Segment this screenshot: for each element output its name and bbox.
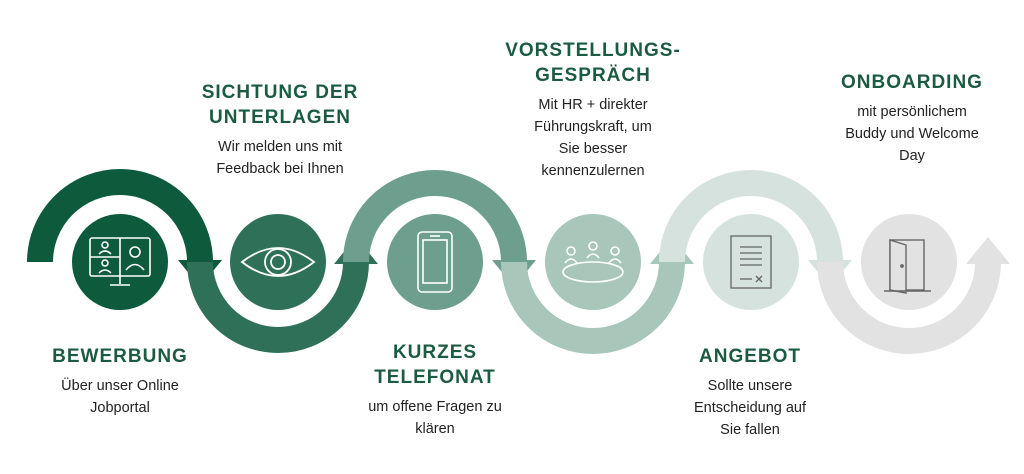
description-line: Day: [899, 148, 925, 164]
step-circle-6: [861, 214, 957, 310]
description-line: Sie besser: [558, 141, 628, 157]
description-line: um offene Fragen zu: [368, 399, 502, 415]
contract-document-icon: [730, 235, 772, 289]
description-line: Jobportal: [90, 400, 150, 416]
step-description: mit persönlichem Buddy und Welcome Day: [812, 101, 1012, 167]
description-line: Über unser Online: [61, 378, 179, 394]
description-line: klären: [415, 421, 455, 437]
description-line: Führungskraft, um: [534, 119, 652, 135]
step-sichtung: SICHTUNG DER UNTERLAGEN Wir melden uns m…: [170, 80, 390, 180]
step-title: KURZES TELEFONAT: [335, 340, 535, 390]
step-circle-5: [703, 214, 799, 310]
arc-segment-1: [27, 169, 213, 263]
step-onboarding: ONBOARDING mit persönlichem Buddy und We…: [812, 70, 1012, 167]
description-line: mit persönlichem: [857, 104, 967, 120]
step-title: ANGEBOT: [699, 346, 801, 367]
video-call-monitor-icon: [89, 237, 151, 286]
description-line: Mit HR + direkter: [538, 97, 648, 113]
step-title: BEWERBUNG: [52, 346, 188, 367]
title-line: UNTERLAGEN: [209, 107, 351, 128]
description-line: Feedback bei Ihnen: [216, 161, 344, 177]
step-circle-2: [230, 214, 326, 310]
arc-segment-2: [187, 261, 369, 353]
smartphone-icon: [417, 231, 453, 293]
arc-segment-6: [817, 261, 1001, 354]
arc-segment-5: [659, 170, 843, 263]
step-description: Wir melden uns mit Feedback bei Ihnen: [170, 136, 390, 180]
step-description: um offene Fragen zu klären: [335, 396, 535, 440]
step-angebot: ANGEBOT Sollte unsere Entscheidung auf S…: [650, 344, 850, 441]
title-line: KURZES: [392, 342, 478, 363]
step-title: ONBOARDING: [841, 72, 983, 93]
description-line: Wir melden uns mit: [217, 139, 343, 155]
description-line: Buddy und Welcome: [845, 126, 979, 142]
description-line: Sollte unsere: [707, 378, 793, 394]
step-vorstellungsgespraech: VORSTELLUNGS- GESPRÄCH Mit HR + direkter…: [483, 38, 703, 182]
description-line: Entscheidung auf: [693, 400, 807, 416]
step-description: Sollte unsere Entscheidung auf Sie falle…: [650, 375, 850, 441]
title-line: SICHTUNG DER: [201, 82, 359, 103]
step-title: SICHTUNG DER UNTERLAGEN: [170, 80, 390, 130]
step-bewerbung: BEWERBUNG Über unser Online Jobportal: [30, 344, 210, 419]
step-description: Über unser Online Jobportal: [30, 375, 210, 419]
arrow-head-6: [966, 237, 1010, 264]
arc-segment-3: [343, 170, 527, 263]
description-line: Sie fallen: [720, 422, 780, 438]
description-line: kennenzulernen: [541, 163, 645, 179]
step-telefonat: KURZES TELEFONAT um offene Fragen zu klä…: [335, 340, 535, 440]
title-line: GESPRÄCH: [535, 65, 651, 86]
title-line: VORSTELLUNGS-: [505, 40, 681, 61]
title-line: TELEFONAT: [374, 367, 496, 388]
step-title: VORSTELLUNGS- GESPRÄCH: [483, 38, 703, 88]
step-circle-3: [387, 214, 483, 310]
eye-icon: [240, 247, 316, 277]
meeting-table-icon: [562, 241, 624, 283]
step-description: Mit HR + direkter Führungskraft, um Sie …: [483, 94, 703, 182]
arc-segment-4: [501, 261, 685, 354]
open-door-icon: [884, 239, 931, 294]
